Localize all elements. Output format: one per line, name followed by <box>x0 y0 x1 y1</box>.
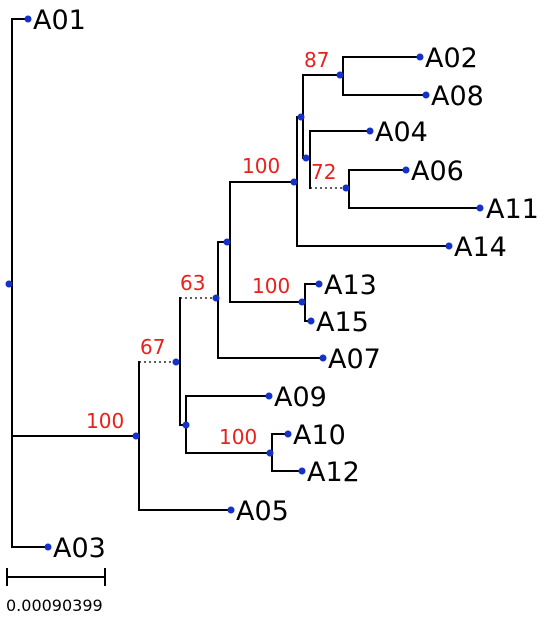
tip-label-a07: A07 <box>328 344 381 375</box>
node-marker-306 <box>302 154 310 162</box>
scale-bar-line <box>6 568 106 586</box>
tip-labels: A01 A02 A08 A04 A06 A11 A14 A13 A15 A07 … <box>33 5 539 564</box>
tip-label-a06: A06 <box>411 156 464 187</box>
node-marker-227 <box>223 238 231 246</box>
tip-label-a13: A13 <box>324 270 377 301</box>
tip-marker-a13 <box>315 280 323 288</box>
support-label-63: 63 <box>180 271 205 295</box>
support-label-72: 72 <box>311 160 336 184</box>
tip-marker-a08 <box>422 91 430 99</box>
tip-marker-a15 <box>307 317 315 325</box>
tip-marker-a09 <box>265 392 273 400</box>
node-markers <box>5 15 484 551</box>
node-marker-270 <box>266 449 274 457</box>
tip-label-a04: A04 <box>375 117 428 148</box>
tip-marker-a02 <box>416 53 424 61</box>
scale-bar: 0.00090399 <box>6 568 106 615</box>
node-marker-340 <box>336 71 344 79</box>
tip-label-a01: A01 <box>33 5 86 36</box>
tip-label-a12: A12 <box>307 457 360 488</box>
support-values: 87 72 100 100 63 67 100 100 <box>86 48 336 449</box>
node-root <box>5 280 13 288</box>
support-label-100-c: 100 <box>219 425 257 449</box>
tip-marker-a01 <box>24 15 32 23</box>
tip-label-a05: A05 <box>236 496 289 527</box>
tip-marker-a03 <box>44 543 52 551</box>
node-marker-346 <box>342 184 350 192</box>
node-marker-176 <box>172 358 180 366</box>
support-label-87: 87 <box>304 48 329 72</box>
scale-bar-label: 0.00090399 <box>6 596 103 615</box>
tip-label-a11: A11 <box>486 194 539 225</box>
tip-marker-a12 <box>298 467 306 475</box>
node-marker-216 <box>212 294 220 302</box>
tip-marker-a14 <box>445 242 453 250</box>
support-label-100-a: 100 <box>242 154 280 178</box>
tree-branches <box>11 18 481 548</box>
tip-label-a14: A14 <box>454 232 507 263</box>
node-marker-186 <box>182 421 190 429</box>
tip-label-a10: A10 <box>293 420 346 451</box>
support-label-100-d: 100 <box>86 409 124 433</box>
tip-label-a03: A03 <box>53 533 106 564</box>
support-label-100-b: 100 <box>252 274 290 298</box>
tip-marker-a06 <box>402 166 410 174</box>
tip-marker-a11 <box>476 204 484 212</box>
tip-label-a02: A02 <box>425 43 478 74</box>
support-label-67: 67 <box>140 335 165 359</box>
tip-label-a15: A15 <box>316 307 369 338</box>
node-marker-136 <box>132 432 140 440</box>
node-marker-294 <box>290 178 298 186</box>
node-marker-301 <box>297 113 305 121</box>
tip-marker-a10 <box>284 430 292 438</box>
node-marker-302 <box>298 298 306 306</box>
tip-label-a09: A09 <box>274 382 327 413</box>
tip-marker-a07 <box>319 354 327 362</box>
tip-marker-a04 <box>366 127 374 135</box>
tip-marker-a05 <box>227 506 235 514</box>
tip-label-a08: A08 <box>431 81 484 112</box>
